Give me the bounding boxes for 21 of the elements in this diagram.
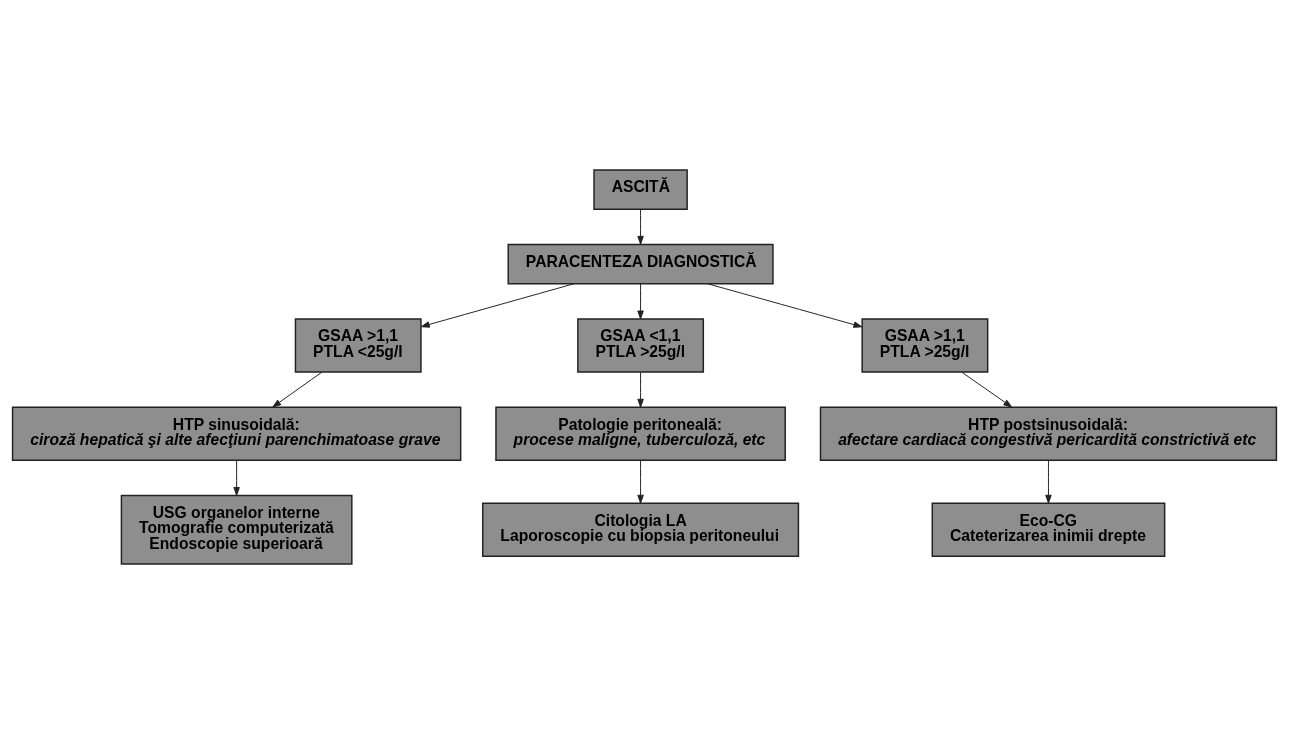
arrow [637, 283, 644, 320]
arrow [707, 283, 863, 328]
node-box: GSAA <1,1 PTLA >25g/l [577, 318, 705, 373]
arrow [637, 208, 644, 245]
node-box: Patologie peritoneală: procese maligne, tuberculoză, etc [495, 406, 786, 461]
node-box: USG organelor interne Tomografie computerizată Endoscopie superioară [120, 494, 353, 565]
node-box: HTP sinusoidală: ciroză hepatică şi alte afecţiuni parenchimatoase grave [11, 406, 462, 461]
arrow [637, 459, 644, 504]
node-box: GSAA >1,1 PTLA >25g/l [861, 318, 989, 373]
node-box: PARACENTEZA DIAGNOSTICĂ [507, 243, 774, 285]
arrow [961, 371, 1013, 408]
node-box: Eco-CG Cateterizarea inimii drepte [931, 502, 1166, 557]
node-box: Citologia LA Laporoscopie cu biopsia peritoneului [482, 502, 800, 557]
node-box: ASCITĂ [593, 169, 688, 210]
arrow [1045, 459, 1052, 504]
node-box: HTP postsinusoidală: afectare cardiacă congestivă pericardită constrictivă etc [819, 406, 1278, 461]
arrow [233, 459, 240, 496]
arrow [637, 371, 644, 408]
node-box: GSAA >1,1 PTLA <25g/l [294, 318, 422, 373]
arrow [420, 283, 575, 328]
arrow [272, 371, 323, 408]
